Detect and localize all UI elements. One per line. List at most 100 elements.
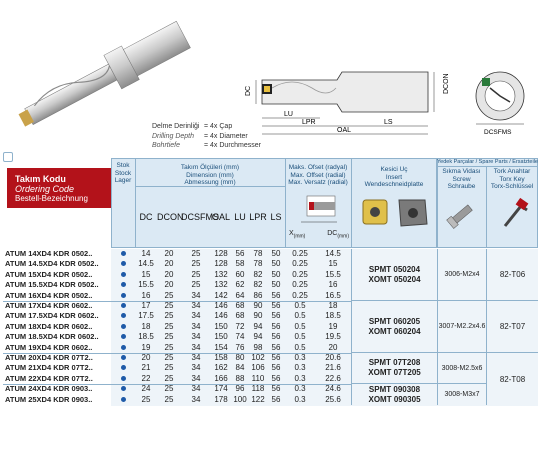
cell-x: 0.3 — [294, 353, 306, 362]
cell-dcmax: 21.6 — [325, 363, 341, 373]
cell-dcsfms: 25 — [191, 280, 201, 290]
cell-code: ATUM 15XD4 KDR 0502.. — [5, 269, 93, 279]
insert-code: SPMT 050204 — [368, 264, 421, 274]
cell-oal: 158 — [214, 353, 228, 362]
cell-dcsfms: 34 — [191, 301, 201, 310]
cell-lu: 80 — [235, 353, 245, 362]
stock-available-icon — [120, 303, 126, 308]
cell-dcsfms: 34 — [191, 321, 201, 331]
cell-dcmax: 25.6 — [325, 394, 341, 404]
cell-dcmax: 19 — [328, 321, 338, 331]
cell-lu: 76 — [235, 342, 245, 352]
cell-lu: 64 — [235, 290, 245, 300]
cell-lpr: 118 — [251, 384, 265, 394]
cell-dc: 21 — [141, 363, 151, 373]
col-lpr: LPR — [249, 212, 267, 222]
cell-lpr: 122 — [251, 394, 265, 404]
cell-dcon: 25 — [164, 311, 174, 321]
cell-x: 0.3 — [294, 363, 306, 373]
cell-x: 0.5 — [294, 311, 306, 321]
stock-dot — [111, 332, 135, 342]
cell-oal: 150 — [214, 332, 228, 342]
cell-oal: 142 — [214, 290, 228, 300]
cell-dcmax: 14.5 — [325, 249, 341, 258]
cell-x: 0.25 — [292, 269, 308, 279]
col-dcon: DCON — [157, 212, 184, 222]
cell-lpr: 106 — [251, 363, 265, 373]
cell-dcmax: 18 — [328, 301, 338, 310]
cell-code: ATUM 20XD4 KDR 07T2.. — [5, 353, 93, 362]
cell-dc: 15.5 — [138, 280, 154, 290]
cell-code: ATUM 16XD4 KDR 0502.. — [5, 290, 93, 300]
col-lu: LU — [234, 212, 246, 222]
cell-oal: 166 — [214, 373, 228, 383]
screw-icon — [446, 204, 473, 229]
cell-dc: 25 — [141, 394, 151, 404]
cell-dcsfms: 34 — [191, 332, 201, 342]
cell-dcmax: 15 — [328, 259, 338, 269]
dim-lpr: LPR — [302, 119, 316, 126]
cell-ls: 56 — [271, 394, 281, 404]
col-x-max: X(mm) — [289, 230, 306, 240]
cell-x: 0.3 — [294, 384, 306, 394]
cell-dc: 15 — [141, 269, 151, 279]
cell-ls: 56 — [271, 363, 281, 373]
cell-code: ATUM 17XD4 KDR 0602.. — [5, 301, 93, 310]
title-de: Bestell-Bezeichnung — [15, 194, 88, 203]
cell-lpr: 86 — [253, 290, 263, 300]
stock-available-icon — [120, 365, 126, 371]
stock-dot — [111, 311, 135, 321]
cell-dc: 18.5 — [138, 332, 154, 342]
note-value: = 4x Çap — [204, 123, 233, 130]
insert-code: SPMT 090308 — [368, 384, 421, 394]
cell-dcon: 25 — [164, 332, 174, 342]
cell-lu: 60 — [235, 269, 245, 279]
insert-code: XOMT 07T205 — [368, 368, 421, 378]
stock-dot — [111, 291, 135, 301]
cell-lu: 88 — [235, 373, 245, 383]
cell-lu: 68 — [235, 311, 245, 321]
cell-lpr: 110 — [251, 373, 265, 383]
cell-lu: 62 — [235, 280, 245, 290]
cell-dcon: 20 — [164, 259, 174, 269]
col-ls: LS — [270, 212, 282, 222]
cell-oal: 162 — [214, 363, 228, 373]
cell-ls: 50 — [271, 249, 281, 258]
col-oal: OAL — [211, 212, 230, 222]
cell-x: 0.25 — [292, 249, 308, 258]
cell-dcsfms: 34 — [191, 311, 201, 321]
dim-dcsfms: DCSFMS — [484, 129, 512, 136]
stock-available-icon — [120, 292, 126, 298]
col-dc: DC — [139, 212, 153, 222]
cell-ls: 56 — [271, 342, 281, 352]
cell-lu: 74 — [235, 332, 245, 342]
stock-available-icon — [120, 375, 126, 381]
cell-oal: 132 — [214, 269, 228, 279]
cell-code: ATUM 18.5XD4 KDR 0602.. — [5, 332, 99, 342]
cell-x: 0.25 — [292, 259, 308, 269]
cell-dcon: 25 — [164, 353, 174, 362]
stock-dot — [111, 343, 135, 353]
cell-lpr: 94 — [253, 321, 263, 331]
cell-dcon: 25 — [164, 290, 174, 300]
cell-ls: 56 — [271, 384, 281, 394]
cell-lu: 72 — [235, 321, 245, 331]
cell-dcmax: 19.5 — [325, 332, 341, 342]
stock-dot — [111, 353, 135, 363]
stock-dot — [111, 249, 135, 259]
insert-code: XOMT 090305 — [368, 394, 421, 404]
stock-dot — [111, 301, 135, 311]
cell-dc: 22 — [141, 373, 151, 383]
cell-lpr: 102 — [251, 353, 265, 362]
cell-dc: 17.5 — [138, 311, 154, 321]
stock-available-icon — [120, 271, 126, 277]
